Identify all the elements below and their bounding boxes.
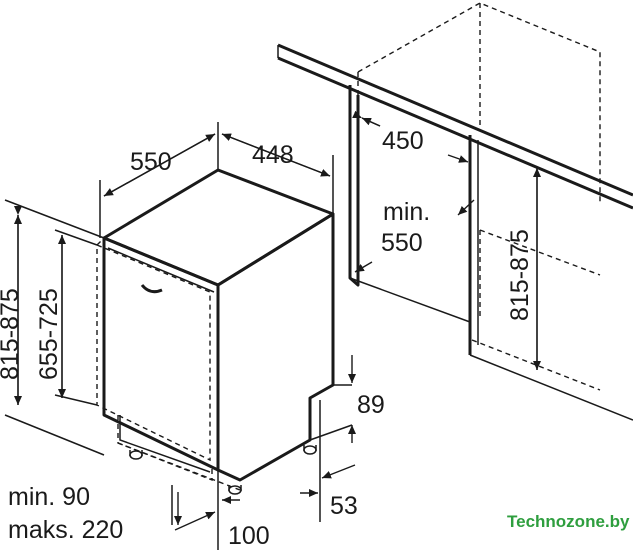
door-handle-icon xyxy=(140,284,163,294)
dim-niche xyxy=(352,110,541,370)
dim-height-door: 655-725 xyxy=(35,288,63,380)
dishwasher-body xyxy=(96,168,335,495)
dim-height-total: 815-875 xyxy=(0,288,24,380)
countertop xyxy=(277,43,633,210)
niche-cabinet-outline xyxy=(348,2,633,421)
dim-plinth-height: 89 xyxy=(357,391,385,419)
foot-icon xyxy=(129,450,143,460)
dim-niche-depth: 450 xyxy=(382,127,424,155)
dim-niche-min-line2: 550 xyxy=(381,229,423,257)
dim-left xyxy=(4,199,105,456)
watermark-text: Technozone.by xyxy=(507,512,630,531)
dim-niche-min-line1: min. xyxy=(383,198,430,226)
plinth-max-label: maks. 220 xyxy=(8,516,123,544)
dim-depth-total: 550 xyxy=(130,148,172,176)
plinth-min-label: min. 90 xyxy=(8,483,90,511)
dim-plinth-depth: 100 xyxy=(228,522,270,550)
dim-top xyxy=(99,122,334,238)
dim-plinth xyxy=(171,355,356,550)
dim-niche-height: 815-875 xyxy=(506,229,534,321)
dim-plinth-gap: 53 xyxy=(330,492,358,520)
dim-width: 448 xyxy=(252,141,294,169)
foot-icon xyxy=(303,445,317,455)
